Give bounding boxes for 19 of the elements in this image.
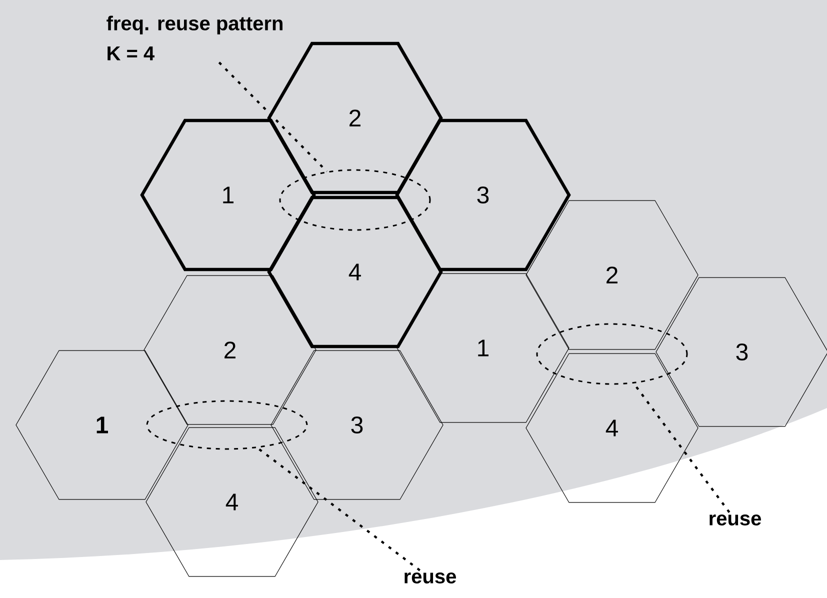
leader-line: [218, 62, 328, 172]
hexagon-cell: 3: [270, 350, 444, 500]
hexagon-cell: 3: [656, 277, 827, 427]
hexagon-cell: 4: [526, 353, 698, 503]
callout-text: reuse: [710, 514, 761, 526]
dashed-ellipse: [146, 400, 308, 450]
hexagon-cell: 3: [395, 118, 571, 272]
hexagon-cell: 4: [146, 427, 318, 577]
hexagon-cell: 2: [144, 275, 316, 425]
leader-line: [256, 447, 420, 572]
hexagon-cell: 1: [16, 350, 188, 500]
dashed-ellipse: [536, 323, 688, 385]
hexagon-cell: 4: [267, 196, 443, 348]
dashed-ellipse: [279, 169, 431, 231]
callout-text: reuse: [404, 572, 456, 584]
hexagon-cell: 1: [140, 118, 316, 272]
hexagon-cell: 2: [526, 200, 698, 350]
hexagon-cell: 1: [396, 273, 570, 423]
hexagon-cell: 2: [267, 42, 443, 194]
